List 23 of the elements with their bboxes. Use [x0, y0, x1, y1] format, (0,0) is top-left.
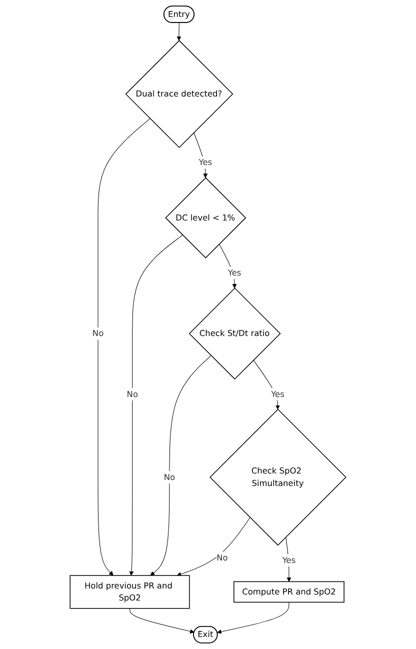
edge-label: No	[164, 472, 176, 482]
edge-label: No	[126, 389, 138, 399]
node-diamond: DC level < 1%	[165, 177, 246, 258]
edge-label: Yes	[282, 555, 296, 565]
edge-label: No	[216, 552, 228, 563]
edge-label: Yes	[228, 268, 242, 278]
arrow	[176, 22, 182, 41]
arrow	[150, 355, 212, 576]
edge-label: No	[92, 328, 104, 338]
arrow	[130, 608, 194, 634]
node-diamond: Check SpO2 Simultaneity	[210, 408, 346, 546]
arrow	[253, 360, 280, 410]
node-box: Hold previous PR and SpO2	[70, 575, 190, 609]
arrow	[176, 517, 250, 576]
arrow	[286, 536, 292, 582]
arrow	[129, 234, 183, 576]
arrow	[217, 602, 290, 634]
edge-label: Yes	[198, 158, 212, 168]
node-box: Compute PR and SpO2	[234, 581, 344, 603]
arrow	[98, 118, 150, 576]
edge-label: Yes	[271, 389, 284, 399]
node-diamond: Check St/Dt ratio	[188, 288, 281, 380]
node-diamond: Dual trace detected?	[125, 40, 234, 148]
